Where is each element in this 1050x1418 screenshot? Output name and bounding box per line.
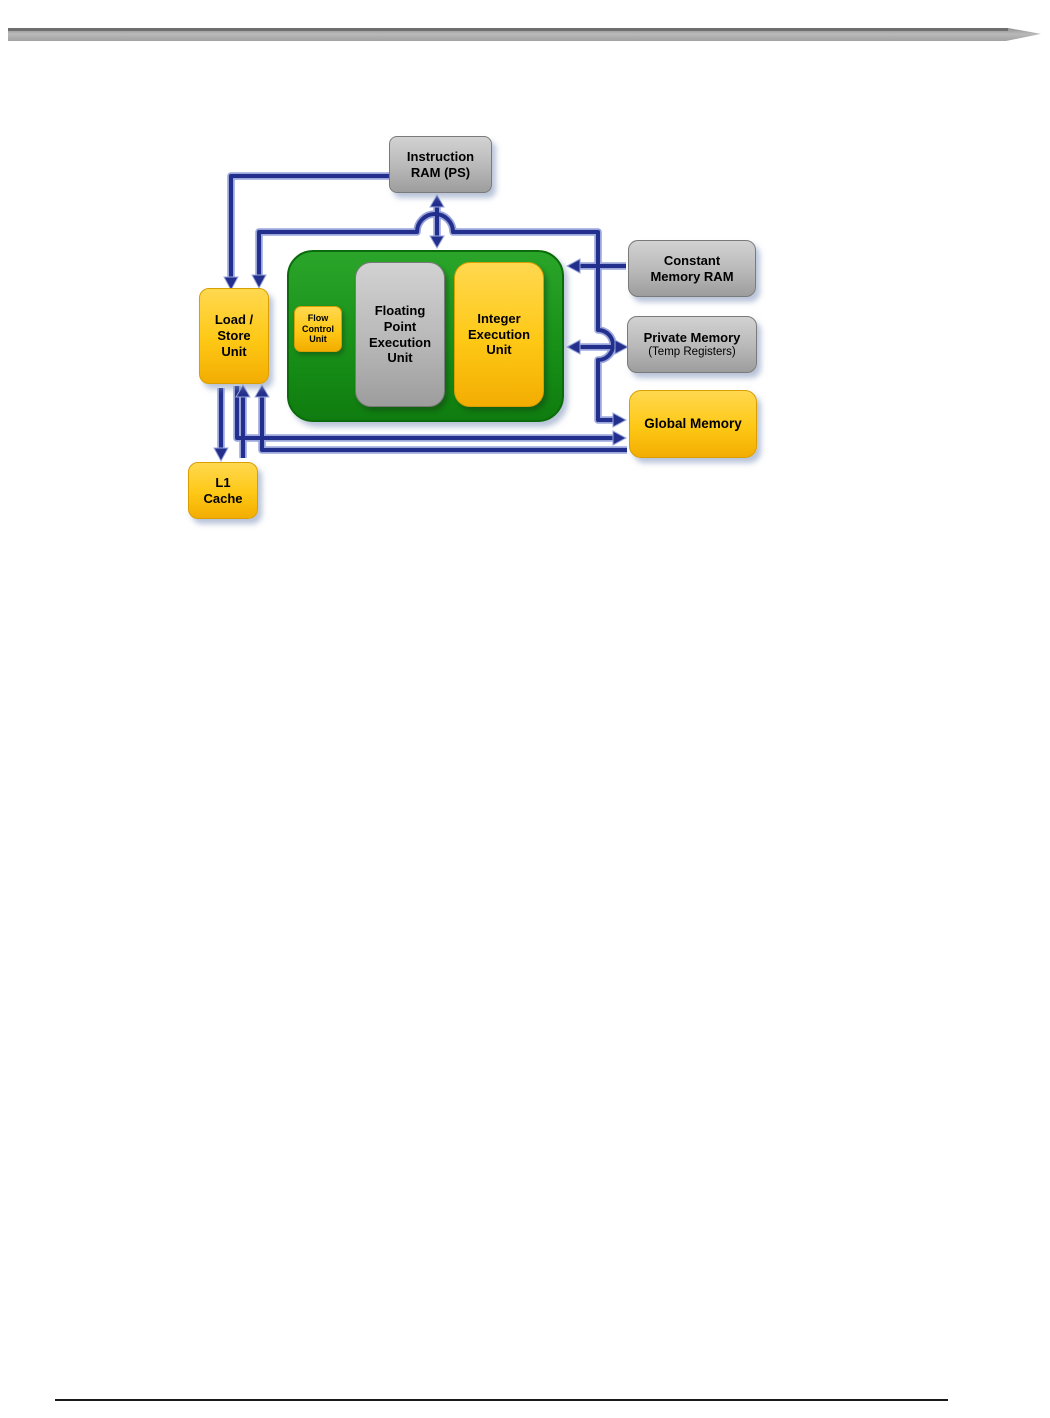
node-load-store-unit: Load / Store Unit [199, 288, 269, 384]
node-label-line: Unit [221, 343, 247, 359]
node-l1-cache: L1 Cache [188, 462, 258, 519]
node-label-line: Cache [203, 490, 243, 506]
node-label-line: Control [302, 323, 334, 334]
arrowhead-down-loadstore-right-icon [251, 274, 267, 290]
node-subtitle: (Temp Registers) [648, 346, 736, 359]
footer-rule [55, 1399, 948, 1401]
header-top-rule [8, 28, 1008, 31]
node-label-line: Unit [486, 342, 512, 358]
node-flow-control-unit: Flow Control Unit [294, 306, 342, 352]
arrowhead-left-core-constant-icon [565, 258, 581, 274]
arrowhead-right-global-lower-icon [612, 430, 628, 446]
node-constant-memory-ram: Constant Memory RAM [628, 240, 756, 297]
arrowhead-right-global-upper-icon [612, 412, 628, 428]
node-title: Private Memory [643, 329, 741, 345]
node-label-line: Load / [214, 312, 254, 328]
node-label-line: RAM (PS) [410, 164, 471, 180]
node-label-line: L1 [215, 474, 231, 490]
node-instruction-ram: Instruction RAM (PS) [389, 136, 492, 193]
node-label-line: Execution [368, 334, 432, 350]
arrowhead-down-core-icon [429, 235, 445, 249]
node-integer-unit: Integer Execution Unit [454, 262, 544, 407]
node-label-line: Unit [387, 350, 413, 366]
arrowhead-up-loadstore-b-icon [254, 384, 270, 398]
arrowhead-left-core-private-icon [565, 339, 581, 355]
node-label-line: Point [383, 318, 417, 334]
node-label-line: Unit [309, 334, 327, 345]
header-swoosh-bar [8, 28, 1041, 41]
node-label-line: Flow [307, 312, 329, 323]
node-global-memory: Global Memory [629, 390, 757, 458]
node-label-line: Global Memory [644, 415, 742, 431]
node-label-line: Floating [374, 302, 426, 318]
arrowhead-down-l1-icon [213, 447, 229, 463]
node-label-line: Memory RAM [650, 268, 734, 284]
node-label-line: Store [217, 328, 251, 344]
node-label-line: Execution [467, 326, 531, 342]
node-private-memory: Private Memory (Temp Registers) [627, 316, 757, 373]
arrowhead-up-instruction-icon [429, 194, 445, 208]
node-floating-point-unit: Floating Point Execution Unit [355, 262, 445, 407]
node-label-line: Instruction [406, 148, 475, 164]
arrowhead-up-loadstore-a-icon [235, 384, 251, 398]
node-label-line: Integer [477, 310, 521, 326]
node-label-line: Constant [663, 252, 721, 268]
